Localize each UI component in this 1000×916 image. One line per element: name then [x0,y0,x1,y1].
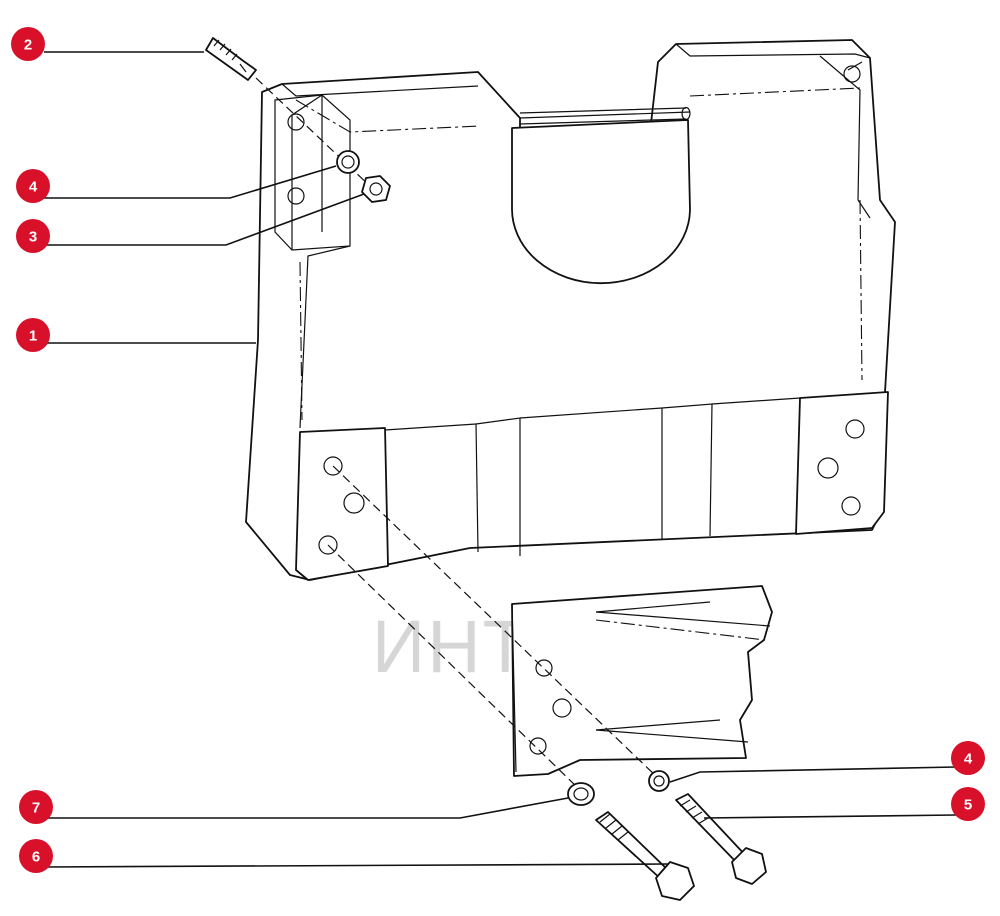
stud-part-2 [205,37,257,81]
counterweight-block [245,39,896,581]
bolt-part-6 [595,811,695,901]
callout-5: 5 [951,787,985,821]
leader-line-4-lower [669,766,957,783]
svg-text:2: 2 [24,37,32,54]
leader-line-3 [44,193,365,246]
frame-bracket [511,585,773,777]
svg-text:4: 4 [29,179,38,196]
svg-text:5: 5 [964,797,972,814]
bolt-part-5 [675,793,767,885]
callout-2: 2 [11,27,45,61]
callout-6: 6 [19,839,53,873]
callout-4-upper: 4 [16,169,50,203]
callout-1: 1 [16,318,50,352]
leader-line-7 [44,797,569,819]
svg-text:3: 3 [29,229,37,246]
assembly-line-bolt-5 [332,465,659,779]
assembly-line-bolt-6 [327,544,581,791]
flat-washer-part-7 [567,782,595,806]
svg-text:1: 1 [29,328,37,345]
spring-washer-lower [648,770,670,792]
callout-4-lower: 4 [951,741,985,775]
svg-text:6: 6 [32,849,40,866]
svg-text:4: 4 [964,751,973,768]
leader-line-6 [43,863,669,868]
leader-line-5 [703,814,957,819]
spring-washer-upper [336,150,360,174]
callout-7: 7 [19,790,53,824]
callout-3: 3 [16,219,50,253]
svg-text:7: 7 [32,800,40,817]
hex-nut-part-3 [361,175,391,203]
leader-line-4-upper [44,165,337,199]
